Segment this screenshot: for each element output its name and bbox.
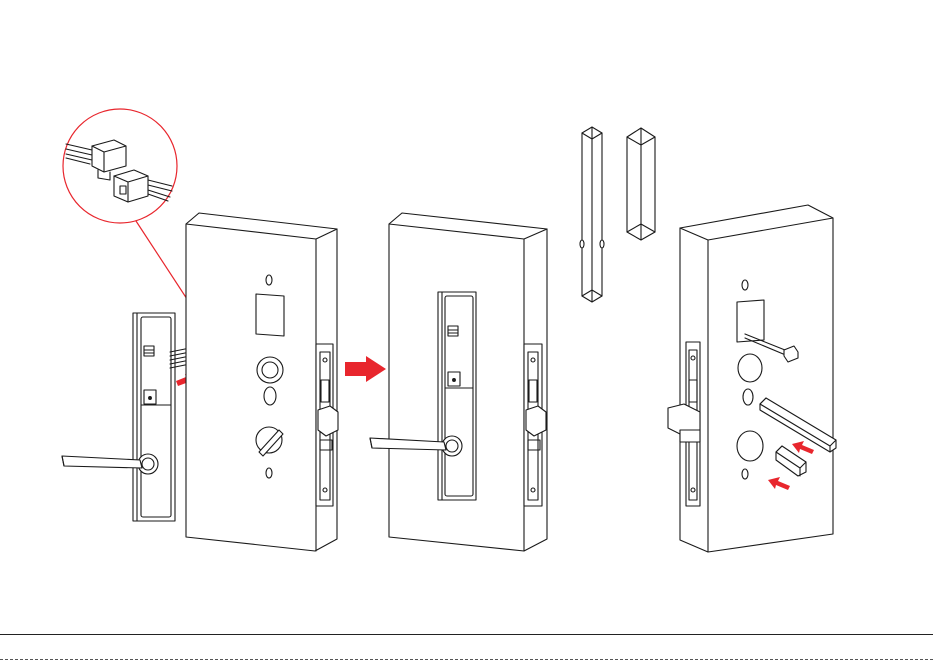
outside-handle-plate (62, 313, 175, 521)
spindle-icon (580, 127, 604, 302)
spindle-icon (627, 128, 655, 240)
footer-rule (0, 634, 933, 635)
arrow-right-icon (345, 356, 386, 382)
connector-detail-icon (66, 140, 172, 202)
step-3-insert-spindles (668, 205, 836, 552)
zoom-circle-icon (63, 109, 204, 325)
step-2-mount-outside-handle (370, 213, 547, 551)
door-block-1 (186, 213, 338, 551)
footer-dashed-rule (0, 659, 933, 660)
step-1-connect-cable (62, 109, 338, 551)
